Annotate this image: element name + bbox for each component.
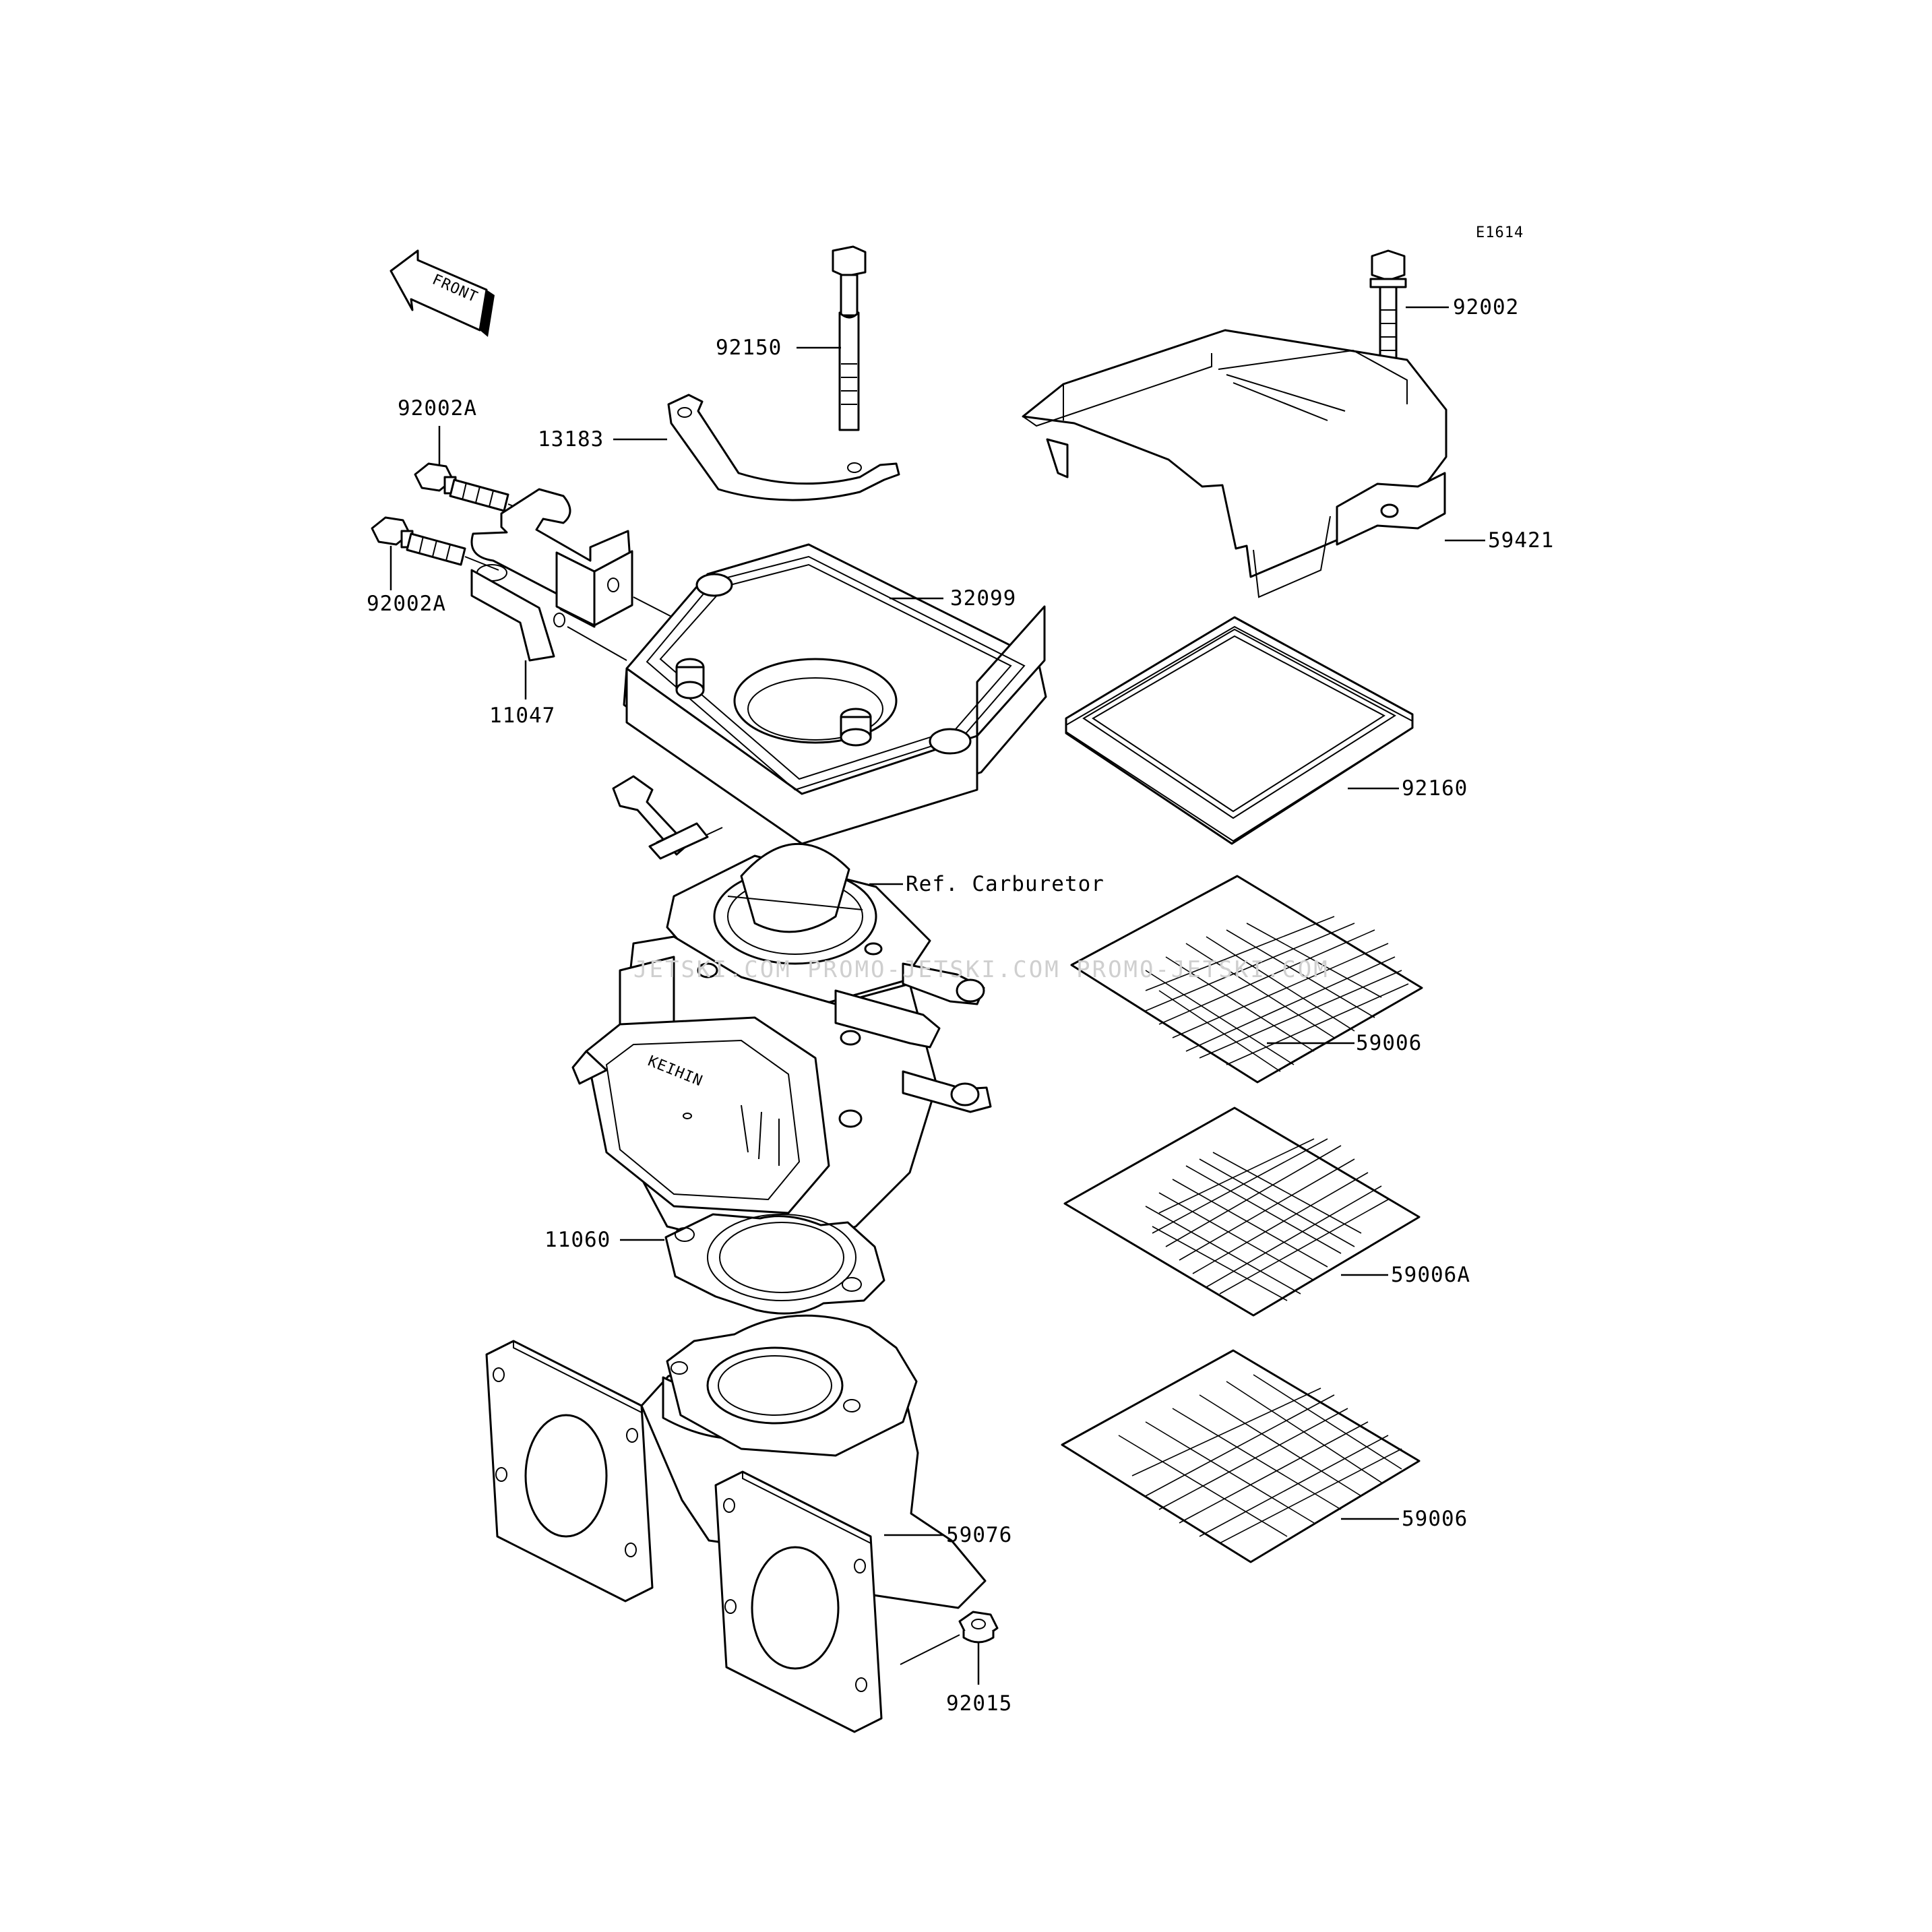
label-92160: 92160 <box>1402 776 1468 801</box>
label-59006-top: 59006 <box>1356 1031 1422 1055</box>
label-59006A: 59006A <box>1391 1263 1470 1287</box>
label-92002: 92002 <box>1453 295 1519 319</box>
label-59421: 59421 <box>1488 528 1554 553</box>
diagram-code: E1614 <box>1476 224 1524 241</box>
label-92002A-top: 92002A <box>398 396 477 420</box>
gasket-11060 <box>664 1213 885 1315</box>
carburetor: KEIHIN <box>571 775 992 1255</box>
label-11060: 11060 <box>544 1228 611 1252</box>
screen-59006-bottom <box>1061 1349 1421 1563</box>
screen-59006-top <box>1070 875 1423 1084</box>
label-59006-bottom: 59006 <box>1402 1507 1468 1531</box>
nut-92015 <box>958 1611 999 1644</box>
bracket-13183 <box>667 394 900 501</box>
airbox-base-32099 <box>623 543 1047 845</box>
airbox-cover-59421 <box>1022 329 1447 598</box>
label-59076: 59076 <box>946 1523 1012 1547</box>
label-92002A-bottom: 92002A <box>367 592 446 616</box>
intake-manifold-59076 <box>485 1314 987 1733</box>
bracket-11047 <box>470 488 633 662</box>
front-arrow-icon: FRONT <box>389 249 495 337</box>
screen-59006A <box>1063 1107 1421 1317</box>
label-ref-carburetor: Ref. Carburetor <box>906 872 1104 896</box>
label-92015: 92015 <box>946 1691 1012 1716</box>
label-13183: 13183 <box>538 427 604 451</box>
watermark: JETSKI.COM PROMO-JETSKI.COM PROMO-JETSKI… <box>633 956 1330 983</box>
bolt-92002A-lower <box>371 516 466 566</box>
label-32099: 32099 <box>950 586 1016 611</box>
gasket-92160 <box>1065 616 1414 845</box>
label-92150: 92150 <box>716 336 782 360</box>
bolt-92002 <box>1369 249 1407 363</box>
bolt-92002A-upper <box>414 462 509 512</box>
bolt-92150 <box>832 245 867 431</box>
label-11047: 11047 <box>489 704 555 728</box>
